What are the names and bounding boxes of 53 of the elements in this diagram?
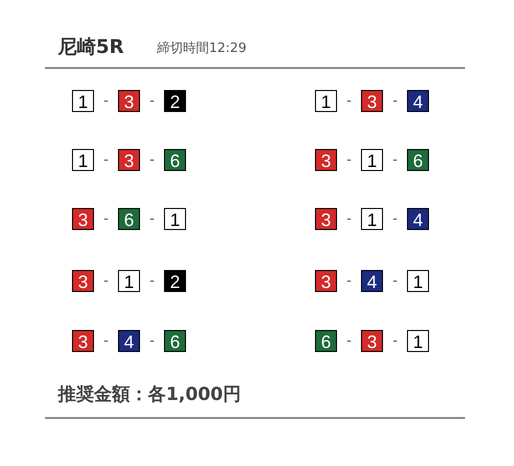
boat-number: 6: [315, 330, 337, 352]
boat-number: 4: [118, 330, 140, 352]
separator-dash: -: [148, 332, 156, 351]
boat-number: 3: [118, 149, 140, 171]
boat-number: 3: [315, 208, 337, 230]
race-title: 尼崎5R: [58, 35, 124, 60]
boat-number: 6: [164, 330, 186, 352]
separator-dash: -: [148, 151, 156, 170]
boat-number: 1: [72, 90, 94, 112]
separator-dash: -: [391, 151, 399, 170]
boat-number: 3: [315, 149, 337, 171]
boat-number: 1: [361, 149, 383, 171]
boat-number: 6: [118, 208, 140, 230]
separator-dash: -: [102, 272, 110, 291]
boat-number: 3: [118, 90, 140, 112]
boat-number: 3: [361, 90, 383, 112]
boat-number: 1: [407, 270, 429, 292]
separator-dash: -: [391, 210, 399, 229]
separator-dash: -: [148, 92, 156, 111]
separator-dash: -: [148, 210, 156, 229]
boat-number: 1: [164, 208, 186, 230]
boat-number: 3: [315, 270, 337, 292]
boat-number: 1: [315, 90, 337, 112]
boat-number: 3: [361, 330, 383, 352]
separator-dash: -: [345, 272, 353, 291]
separator-dash: -: [102, 332, 110, 351]
boat-number: 3: [72, 330, 94, 352]
separator-dash: -: [102, 92, 110, 111]
boat-number: 3: [72, 270, 94, 292]
boat-number: 1: [407, 330, 429, 352]
boat-number: 6: [164, 149, 186, 171]
boat-number: 3: [72, 208, 94, 230]
separator-dash: -: [391, 272, 399, 291]
separator-dash: -: [345, 151, 353, 170]
separator-dash: -: [148, 272, 156, 291]
separator-dash: -: [102, 151, 110, 170]
boat-number: 4: [407, 208, 429, 230]
boat-number: 4: [361, 270, 383, 292]
separator-dash: -: [345, 332, 353, 351]
separator-dash: -: [391, 92, 399, 111]
separator-dash: -: [102, 210, 110, 229]
recommended-amount-text: 推奨金額：各1,000円: [58, 383, 241, 406]
deadline-text: 締切時間12:29: [157, 40, 246, 57]
boat-number: 2: [164, 270, 186, 292]
separator-dash: -: [345, 210, 353, 229]
boat-number: 1: [118, 270, 140, 292]
separator-dash: -: [345, 92, 353, 111]
boat-number: 4: [407, 90, 429, 112]
separator-dash: -: [391, 332, 399, 351]
boat-number: 6: [407, 149, 429, 171]
boat-number: 2: [164, 90, 186, 112]
boat-number: 1: [72, 149, 94, 171]
boat-number: 1: [361, 208, 383, 230]
